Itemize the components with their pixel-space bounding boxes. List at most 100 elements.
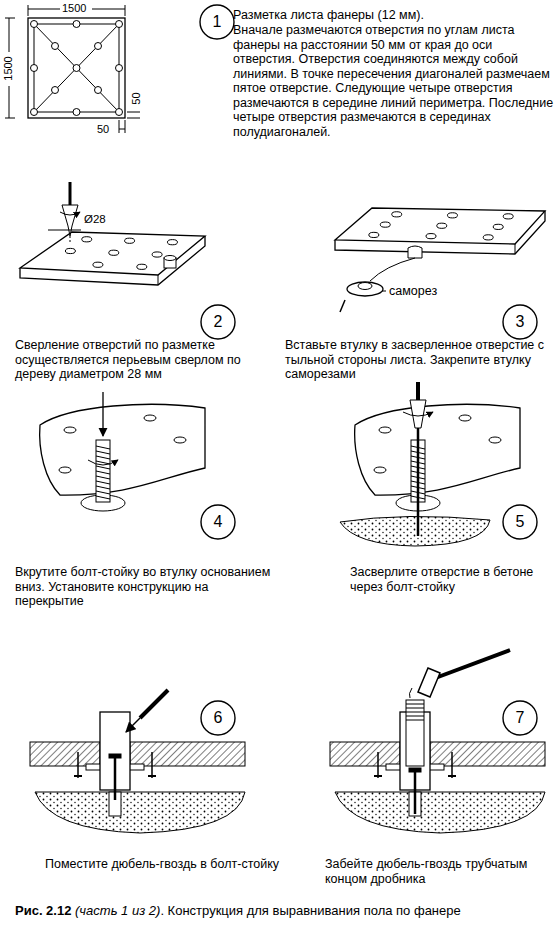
- step-number: 6: [200, 700, 236, 736]
- bushing: [81, 495, 125, 511]
- step-number-text: 7: [502, 700, 538, 736]
- step-circle: [201, 505, 235, 539]
- dimension: 50: [97, 123, 109, 136]
- dowel-nail: [414, 772, 417, 814]
- step-number: 7: [502, 700, 538, 736]
- hole-mark: [31, 109, 38, 116]
- drilled-hole: [503, 214, 513, 219]
- step-number: 1: [199, 4, 235, 40]
- hammer-section: [374, 775, 382, 777]
- thread: [96, 496, 110, 499]
- screw: [451, 752, 453, 778]
- hole-mark: [31, 21, 38, 28]
- bolt-sketch: [88, 460, 118, 465]
- thread: [96, 491, 110, 494]
- step-caption: Вставьте втулку в засверленное отверстие…: [285, 338, 555, 382]
- concrete-slab: [35, 792, 245, 833]
- drilled-hole: [152, 252, 162, 257]
- drilled-hole: [380, 222, 390, 227]
- plywood-plan: [125, 120, 126, 133]
- hole-mark: [95, 43, 102, 50]
- bolt-post: [96, 440, 110, 502]
- step-number-text: 2: [200, 304, 236, 340]
- dowel-section: [148, 775, 156, 777]
- drilling-sketch: [164, 256, 176, 261]
- step-circle: [503, 701, 537, 735]
- spade-drill: [62, 205, 78, 236]
- step-number-text: 4: [200, 504, 236, 540]
- plywood-sheet: [40, 404, 205, 495]
- concrete-slab: [340, 516, 490, 546]
- plywood-plan: [127, 112, 140, 113]
- thread: [96, 456, 110, 459]
- drilled-hole: [174, 437, 186, 443]
- plywood-plan: [127, 118, 140, 119]
- plywood-sheet: [335, 208, 545, 244]
- drilled-hole: [493, 224, 503, 229]
- plywood-edge: [20, 236, 205, 285]
- drilling-sketch: [60, 212, 80, 215]
- step-circle: [200, 5, 234, 39]
- plywood-plan: [119, 129, 125, 130]
- step-number: 5: [502, 504, 538, 540]
- plywood-plan: [5, 5, 140, 133]
- hole-mark: [95, 87, 102, 94]
- dimension: Ø28: [84, 213, 106, 227]
- drilled-hole: [437, 223, 447, 228]
- hole-mark: [116, 21, 123, 28]
- drilled-hole: [65, 248, 75, 253]
- drilled-hole: [459, 415, 471, 421]
- drilled-hole: [426, 234, 436, 239]
- drill-chuck: [410, 400, 426, 428]
- part-label: саморез: [389, 284, 437, 299]
- plywood-plan: [92, 9, 125, 10]
- hammer-section: [448, 775, 456, 777]
- bushing-sketch: [382, 291, 386, 292]
- caption-part: (часть 1 из 2): [75, 903, 160, 918]
- hammer-head: [418, 668, 440, 697]
- dimension: 1500: [62, 2, 86, 15]
- caption-part: Рис. 2.12: [15, 903, 75, 918]
- step-caption: Забейте дюбель-гвоздь трубчатым концом д…: [325, 857, 550, 886]
- bushing-socket: [408, 246, 422, 258]
- step-circle: [503, 305, 537, 339]
- hole-mark: [73, 21, 80, 28]
- dowel-section: [109, 754, 121, 758]
- plywood-sheet: [355, 404, 520, 495]
- plywood-plan: [9, 86, 10, 118]
- plywood-plan: [34, 24, 119, 112]
- step-number: 2: [200, 304, 236, 340]
- thread: [96, 446, 110, 449]
- injector: [140, 690, 168, 718]
- screw: [77, 752, 79, 778]
- hammer-section: [409, 768, 421, 772]
- figure-caption: Рис. 2.12 (часть 1 из 2). Конструкция дл…: [15, 903, 555, 919]
- dimension: 1500: [2, 54, 15, 82]
- plywood-section: [430, 742, 545, 766]
- step-number: 3: [502, 304, 538, 340]
- step-caption: Вкрутите болт-стойку во втулку основание…: [15, 565, 280, 609]
- drill-shank: [69, 182, 72, 205]
- plywood-plan: [5, 118, 15, 119]
- step-caption: Поместите дюбель-гвоздь в болт-стойку: [45, 857, 305, 872]
- drilled-hole: [447, 213, 457, 218]
- screw: [340, 300, 345, 312]
- drilled-hole: [82, 237, 92, 242]
- step-number-text: 6: [200, 700, 236, 736]
- step-number-text: 5: [502, 504, 538, 540]
- step-caption: Засверлите отверстие в бетоне через болт…: [350, 565, 550, 594]
- step-caption: Сверление отверстий по разметке осуществ…: [15, 338, 260, 382]
- dimension: 50: [130, 90, 143, 106]
- hole-mark: [52, 87, 59, 94]
- drilled-hole: [64, 427, 76, 433]
- drilled-hole: [379, 427, 391, 433]
- dowel-section: [30, 690, 245, 833]
- hole-mark: [116, 65, 123, 72]
- drilled-hole: [489, 437, 501, 443]
- hammer-section: [406, 712, 424, 713]
- drilled-hole: [109, 250, 119, 255]
- thread: [96, 451, 110, 454]
- screw: [377, 752, 379, 778]
- step-number-text: 3: [502, 304, 538, 340]
